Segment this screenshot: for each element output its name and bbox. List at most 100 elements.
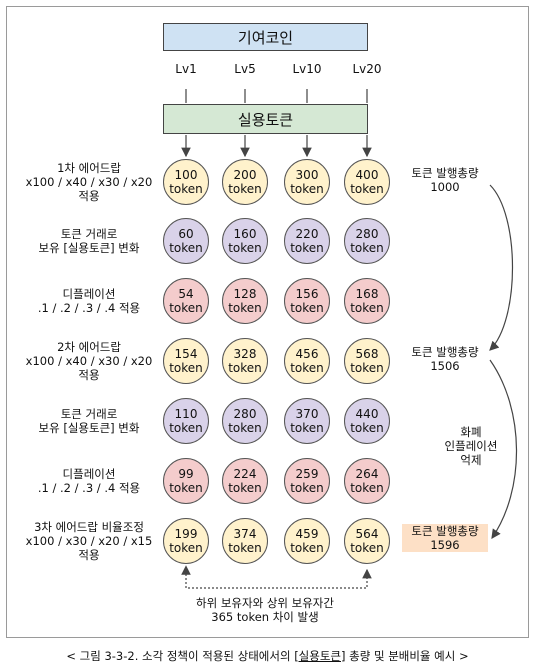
level-label-lv1: Lv1	[175, 62, 197, 76]
row-label-line: 적용	[78, 548, 100, 562]
token-unit: token	[350, 241, 384, 255]
token-value: 328	[233, 347, 257, 361]
caption-emphasis: [실용토큰]	[294, 649, 346, 663]
gap-note-line: 하위 보유자와 상위 보유자간	[196, 596, 334, 610]
row-label-line: 적용	[78, 368, 100, 382]
token-value: 156	[295, 287, 319, 301]
token-unit: token	[169, 182, 203, 196]
gap-note: 하위 보유자와 상위 보유자간 365 token 차이 발생	[140, 596, 390, 624]
figure-caption: < 그림 3-3-2. 소각 정책이 적용된 상태에서의 [실용토큰] 총량 및…	[0, 648, 535, 664]
row-label-line: 디플레이션	[62, 467, 116, 481]
token-value: 400	[355, 168, 379, 182]
token-value: 99	[178, 467, 194, 481]
token-unit: token	[290, 241, 324, 255]
token-value: 280	[355, 227, 379, 241]
row-label-line: 적용	[78, 189, 100, 203]
inflation-note-line: 억제	[460, 453, 482, 467]
issue-total-value: 1000	[430, 180, 460, 194]
token-unit: token	[228, 361, 262, 375]
issue-total-title: 토큰 발행총량	[411, 524, 479, 538]
token-unit: token	[350, 541, 384, 555]
token-value: 60	[178, 227, 194, 241]
level-label-lv5: Lv5	[234, 62, 256, 76]
token-value: 110	[174, 407, 198, 421]
token-value: 224	[233, 467, 257, 481]
row-label: 디플레이션.1 / .2 / .3 / .4 적용	[14, 467, 164, 495]
issue-total-value: 1506	[430, 359, 460, 373]
token-unit: token	[228, 301, 262, 315]
token-value: 128	[233, 287, 257, 301]
row-label-line: 토큰 거래로	[60, 407, 118, 421]
row-label-line: x100 / x30 / x20 / x15	[25, 534, 153, 548]
token-unit: token	[290, 421, 324, 435]
token-value: 370	[295, 407, 319, 421]
token-unit: token	[350, 182, 384, 196]
token-unit: token	[228, 541, 262, 555]
token-unit: token	[228, 241, 262, 255]
token-value: 280	[233, 407, 257, 421]
issue-total-3: 토큰 발행총량 1596	[402, 524, 488, 552]
token-unit: token	[169, 541, 203, 555]
token-value: 54	[178, 287, 194, 301]
token-unit: token	[169, 421, 203, 435]
issue-curve-1	[489, 184, 514, 351]
token-value: 459	[295, 527, 319, 541]
level-label-lv20: Lv20	[352, 62, 382, 76]
token-unit: token	[350, 301, 384, 315]
token-unit: token	[169, 361, 203, 375]
token-value: 100	[174, 168, 198, 182]
inflation-note: 화폐 인플레이션 억제	[436, 425, 506, 467]
token-arrows	[181, 135, 372, 158]
token-value: 168	[355, 287, 379, 301]
caption-suffix: 총량 및 분배비율 예시 >	[345, 649, 469, 663]
issue-total-value: 1596	[430, 538, 460, 552]
token-value: 564	[355, 527, 379, 541]
diagram-frame	[6, 6, 529, 638]
connector-layer	[181, 89, 518, 589]
utility-token-box: 실용토큰	[163, 104, 368, 134]
token-value: 456	[295, 347, 319, 361]
token-value: 154	[174, 347, 198, 361]
issue-total-2: 토큰 발행총량 1506	[402, 345, 488, 373]
token-value: 264	[355, 467, 379, 481]
token-unit: token	[228, 182, 262, 196]
issue-curve-2	[489, 359, 518, 539]
inflation-note-line: 화폐	[460, 425, 482, 439]
token-value: 259	[295, 467, 319, 481]
row-label-line: 1차 에어드랍	[57, 161, 121, 175]
token-value: 440	[355, 407, 379, 421]
level-lines	[185, 89, 368, 103]
token-unit: token	[228, 421, 262, 435]
token-unit: token	[290, 541, 324, 555]
row-label-line: .1 / .2 / .3 / .4 적용	[37, 301, 141, 315]
token-unit: token	[350, 481, 384, 495]
gap-dotted-bracket	[181, 565, 372, 589]
issue-total-title: 토큰 발행총량	[411, 166, 479, 180]
inflation-note-line: 인플레이션	[444, 439, 498, 453]
row-label-line: x100 / x40 / x30 / x20	[25, 354, 153, 368]
